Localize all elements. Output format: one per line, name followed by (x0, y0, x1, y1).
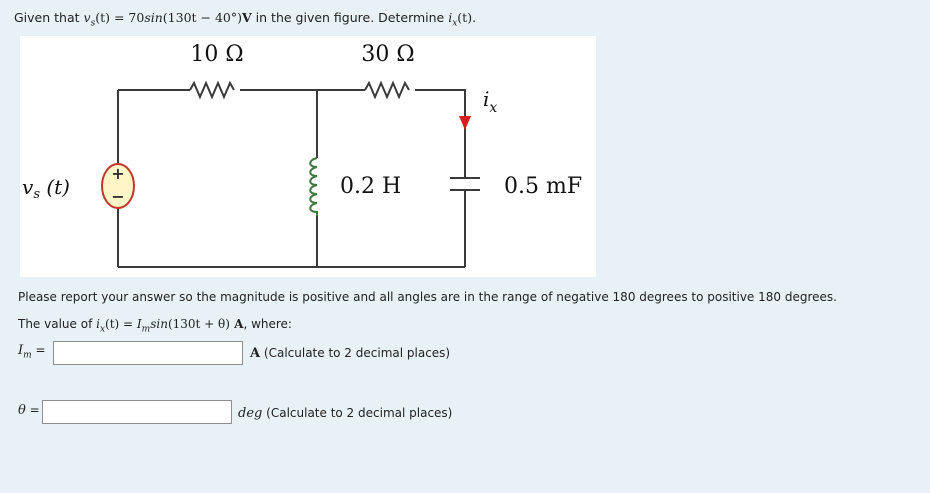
source-minus-sign: − (111, 187, 124, 206)
resistor-10-label: 10 Ω (190, 42, 243, 67)
im-unit: A (Calculate to 2 decimal places) (250, 346, 450, 361)
sin-argument: (130t − 40°) (162, 10, 242, 25)
value-prefix: The value of (18, 317, 97, 331)
im-label-symbol: I (18, 343, 24, 358)
question-prefix: Given that (14, 10, 84, 25)
theta-answer-input[interactable] (42, 400, 232, 424)
question-suffix: . (472, 10, 477, 25)
vs-symbol: v (83, 10, 91, 25)
current-label-i: i (483, 87, 489, 111)
question-middle: in the given figure. Determine (251, 10, 449, 25)
value-im-symbol: I (136, 317, 142, 331)
theta-label-symbol: θ (18, 403, 26, 418)
source-label-v: v (22, 175, 34, 199)
im-label: Im = (18, 343, 46, 361)
resistor-30-ohm (364, 80, 410, 100)
voltage-source (101, 163, 135, 209)
im-label-subscript: m (23, 350, 32, 361)
value-ix-argument: (t) (105, 317, 120, 331)
inductor-coil (309, 157, 318, 216)
im-label-equals: = (31, 343, 46, 357)
im-unit-symbol: A (250, 346, 261, 361)
resistor-10-ohm (189, 80, 235, 100)
theta-unit-note: (Calculate to 2 decimal places) (262, 406, 453, 420)
value-description: The value of ix(t) = Imsin(130t + θ) A, … (18, 317, 292, 334)
current-arrow (459, 116, 471, 130)
value-unit: A (229, 317, 244, 331)
ix-argument: (t) (457, 10, 473, 25)
inductor-label: 0.2 H (340, 174, 401, 199)
capacitor-label: 0.5 mF (504, 174, 582, 199)
current-label-sub: x (489, 100, 497, 116)
value-ix-subscript: x (99, 324, 106, 335)
value-suffix: , where: (243, 317, 292, 331)
circuit-diagram: + − 10 Ω 30 Ω vs (t) 0.2 H 0.5 mF ix (22, 42, 582, 268)
resistor-30-label: 30 Ω (361, 42, 414, 67)
im-answer-input[interactable] (53, 341, 243, 365)
value-equals: = (119, 317, 137, 331)
value-sin-function: sin (150, 317, 168, 331)
vs-argument: (t) = 70 (95, 10, 145, 25)
instructions-text: Please report your answer so the magnitu… (18, 290, 837, 304)
value-sin-argument: (130t + θ) (167, 317, 230, 331)
sin-function: sin (144, 10, 163, 25)
circuit-figure: + − 10 Ω 30 Ω vs (t) 0.2 H 0.5 mF ix (20, 36, 596, 277)
question-text: Given that vs(t) = 70sin(130t − 40°)V in… (14, 10, 476, 29)
voltage-unit: V (242, 10, 252, 25)
source-label-arg: (t) (40, 175, 70, 199)
current-label: ix (483, 87, 497, 116)
ix-symbol: i (448, 10, 453, 25)
theta-unit-symbol: deg (238, 406, 263, 421)
theta-label: θ = (18, 403, 40, 418)
value-ix-symbol: i (96, 317, 100, 331)
im-unit-note: (Calculate to 2 decimal places) (260, 346, 451, 360)
vs-subscript: s (90, 18, 96, 29)
value-im-subscript: m (141, 324, 151, 335)
wire-top-right (415, 89, 466, 108)
source-plus-sign: + (111, 164, 124, 183)
theta-label-equals: = (25, 403, 40, 417)
source-label-sub: s (33, 187, 40, 202)
source-label: vs (t) (22, 175, 70, 202)
theta-unit: deg (Calculate to 2 decimal places) (238, 406, 452, 421)
ix-subscript: x (452, 18, 458, 29)
